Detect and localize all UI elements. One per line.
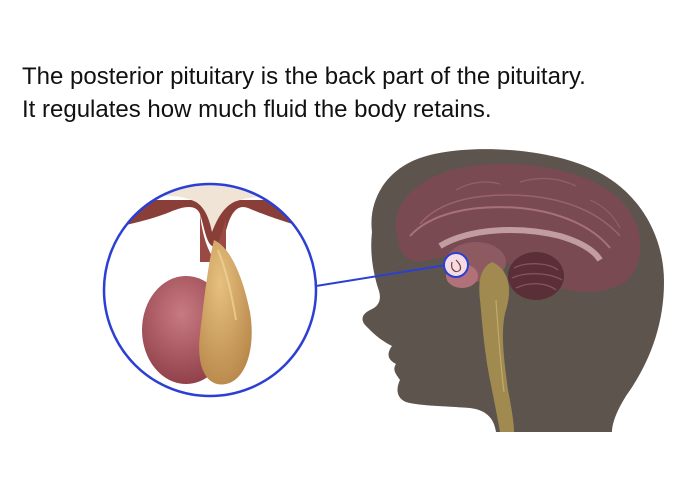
- caption-line-2: It regulates how much fluid the body ret…: [22, 96, 492, 123]
- caption-line-1: The posterior pituitary is the back part…: [22, 63, 586, 90]
- pituitary-closeup: [102, 182, 318, 398]
- pituitary-marker-icon: [443, 252, 469, 278]
- caption: The posterior pituitary is the back part…: [22, 60, 692, 126]
- callout-line: [315, 264, 447, 287]
- brainstem: [479, 262, 514, 432]
